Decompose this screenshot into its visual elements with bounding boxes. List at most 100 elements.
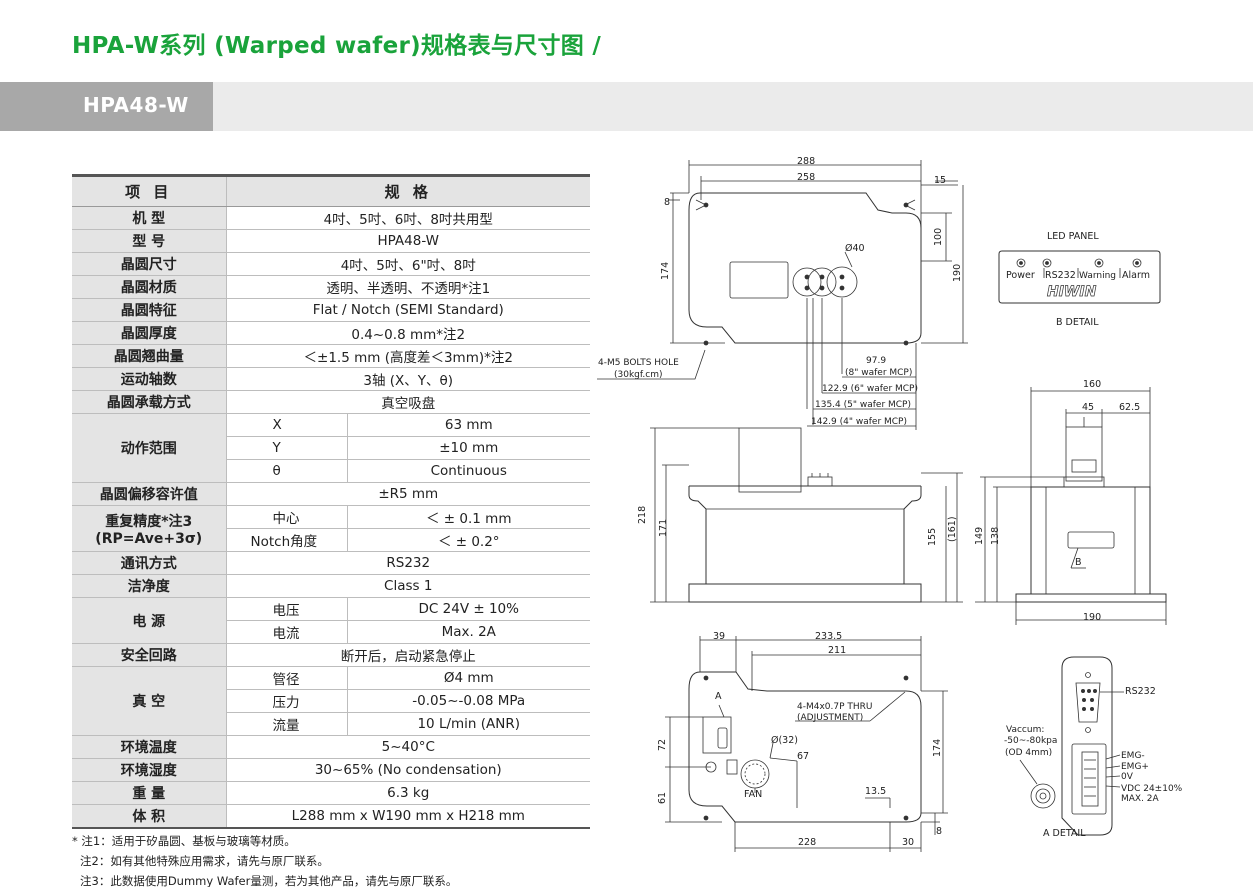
sub-label: Y	[226, 436, 348, 460]
mcp4-label: 142.9 (4" wafer MCP)	[811, 417, 907, 427]
row-value: 3轴 (X、Y、θ)	[226, 367, 590, 391]
sub-value: 10 L/min (ANR)	[347, 712, 590, 736]
row-label: 运动轴数	[72, 367, 227, 391]
a-detail-drawing	[1019, 656, 1124, 836]
dim-190-side: 190	[1083, 612, 1101, 623]
row-label: 晶圆翘曲量	[72, 344, 227, 368]
dim-174: 174	[660, 262, 671, 280]
dim-8: 8	[664, 197, 670, 208]
row-label: 晶圆偏移容许值	[72, 482, 227, 506]
row-value: 30~65% (No condensation)	[226, 758, 590, 782]
dim-8-bottom: 8	[936, 826, 942, 837]
dim-211: 211	[828, 645, 846, 656]
sub-value: ＜ ± 0.2°	[347, 528, 590, 552]
mcp8-value: 97.9	[866, 356, 886, 366]
table-row: 晶圆偏移容许值±R5 mm	[72, 482, 590, 506]
dim-62-5: 62.5	[1119, 402, 1140, 413]
sub-value: Ø4 mm	[347, 666, 590, 690]
sub-value: Max. 2A	[347, 620, 590, 644]
row-label: 体 积	[72, 804, 227, 829]
row-value: 6.3 kg	[226, 781, 590, 805]
table-row: 重复精度*注3(RP=Ave+3σ)中心＜ ± 0.1 mm	[72, 505, 590, 552]
led-alarm: Alarm	[1122, 270, 1150, 281]
row-label: 环境温度	[72, 735, 227, 759]
header-item: 项 目	[72, 174, 227, 207]
mcp8-label: (8" wafer MCP)	[845, 368, 912, 378]
table-row: 晶圆承载方式真空吸盘	[72, 390, 590, 414]
dim-100: 100	[933, 228, 944, 246]
row-label: 晶圆特征	[72, 298, 227, 322]
dim-161: (161)	[947, 516, 958, 542]
max-current: MAX. 2A	[1121, 794, 1160, 804]
sub-value: DC 24V ± 10%	[347, 597, 590, 621]
dim-39: 39	[713, 631, 725, 642]
row-value: RS232	[226, 551, 590, 575]
fan-label: FAN	[744, 789, 762, 800]
row-label: 洁净度	[72, 574, 227, 598]
vacuum-label-1: Vaccum:	[1006, 725, 1044, 735]
dim-155: 155	[927, 528, 938, 546]
power-label: 电 源	[72, 597, 227, 644]
model-tab: HPA48-W	[0, 82, 213, 131]
vacuum-label: 真 空	[72, 666, 227, 736]
row-label: 晶圆尺寸	[72, 252, 227, 276]
repeat-label: 重复精度*注3(RP=Ave+3σ)	[72, 505, 227, 552]
dim-61: 61	[657, 792, 668, 804]
a-marker: A	[715, 691, 722, 702]
vacuum-label-2: -50~-80kpa	[1004, 736, 1057, 746]
row-value: 4吋、5吋、6"吋、8吋	[226, 252, 590, 276]
sub-label: 电压	[226, 597, 348, 621]
m4-label: 4-M4x0.7P THRU	[797, 702, 873, 712]
sub-label: θ	[226, 459, 348, 483]
vacuum-label-3: (OD 4mm)	[1005, 748, 1052, 758]
mcp6-label: 122.9 (6" wafer MCP)	[822, 384, 918, 394]
front-view-drawing	[650, 427, 963, 603]
footnotes: * 注1：适用于矽晶圆、基板与玻璃等材质。 注2：如有其他特殊应用需求，请先与原…	[72, 831, 457, 887]
table-row: 压力-0.05~-0.08 MPa	[72, 689, 590, 713]
hiwin-logo: HIWIN	[1047, 284, 1097, 300]
row-label: 晶圆材质	[72, 275, 227, 299]
row-value: 0.4~0.8 mm*注2	[226, 321, 590, 345]
dim-45: 45	[1082, 402, 1094, 413]
row-value: Flat / Notch (SEMI Standard)	[226, 298, 590, 322]
dim-171: 171	[658, 519, 669, 537]
row-value: ±R5 mm	[226, 482, 590, 506]
m4-adjust: (ADJUSTMENT)	[797, 713, 863, 723]
sub-label: Notch角度	[226, 528, 348, 552]
repeat-label-line2: (RP=Ave+3σ)	[95, 530, 203, 547]
dim-233-5: 233.5	[815, 631, 842, 642]
table-row: Notch角度＜ ± 0.2°	[72, 528, 590, 552]
table-row: 晶圆翘曲量＜±1.5 mm (高度差＜3mm)*注2	[72, 344, 590, 368]
rs232-label: RS232	[1125, 686, 1156, 697]
dim-258: 258	[797, 172, 815, 183]
dim-174-bottom: 174	[932, 739, 943, 757]
emg-minus: EMG-	[1121, 751, 1145, 761]
side-view-drawing	[975, 387, 1167, 625]
sub-value: ＜ ± 0.1 mm	[347, 505, 590, 529]
sub-label: 管径	[226, 666, 348, 690]
led-power: Power	[1006, 270, 1035, 281]
led-warning: Warning	[1079, 271, 1116, 281]
row-label: 通讯方式	[72, 551, 227, 575]
row-value: 真空吸盘	[226, 390, 590, 414]
zero-volt: 0V	[1121, 772, 1134, 782]
mcp5-label: 135.4 (5" wafer MCP)	[815, 400, 911, 410]
model-name: HPA48-W	[83, 93, 189, 117]
dim-15: 15	[934, 175, 946, 186]
led-panel-drawing	[998, 250, 1161, 304]
row-value: Class 1	[226, 574, 590, 598]
dim-149: 149	[974, 527, 985, 545]
